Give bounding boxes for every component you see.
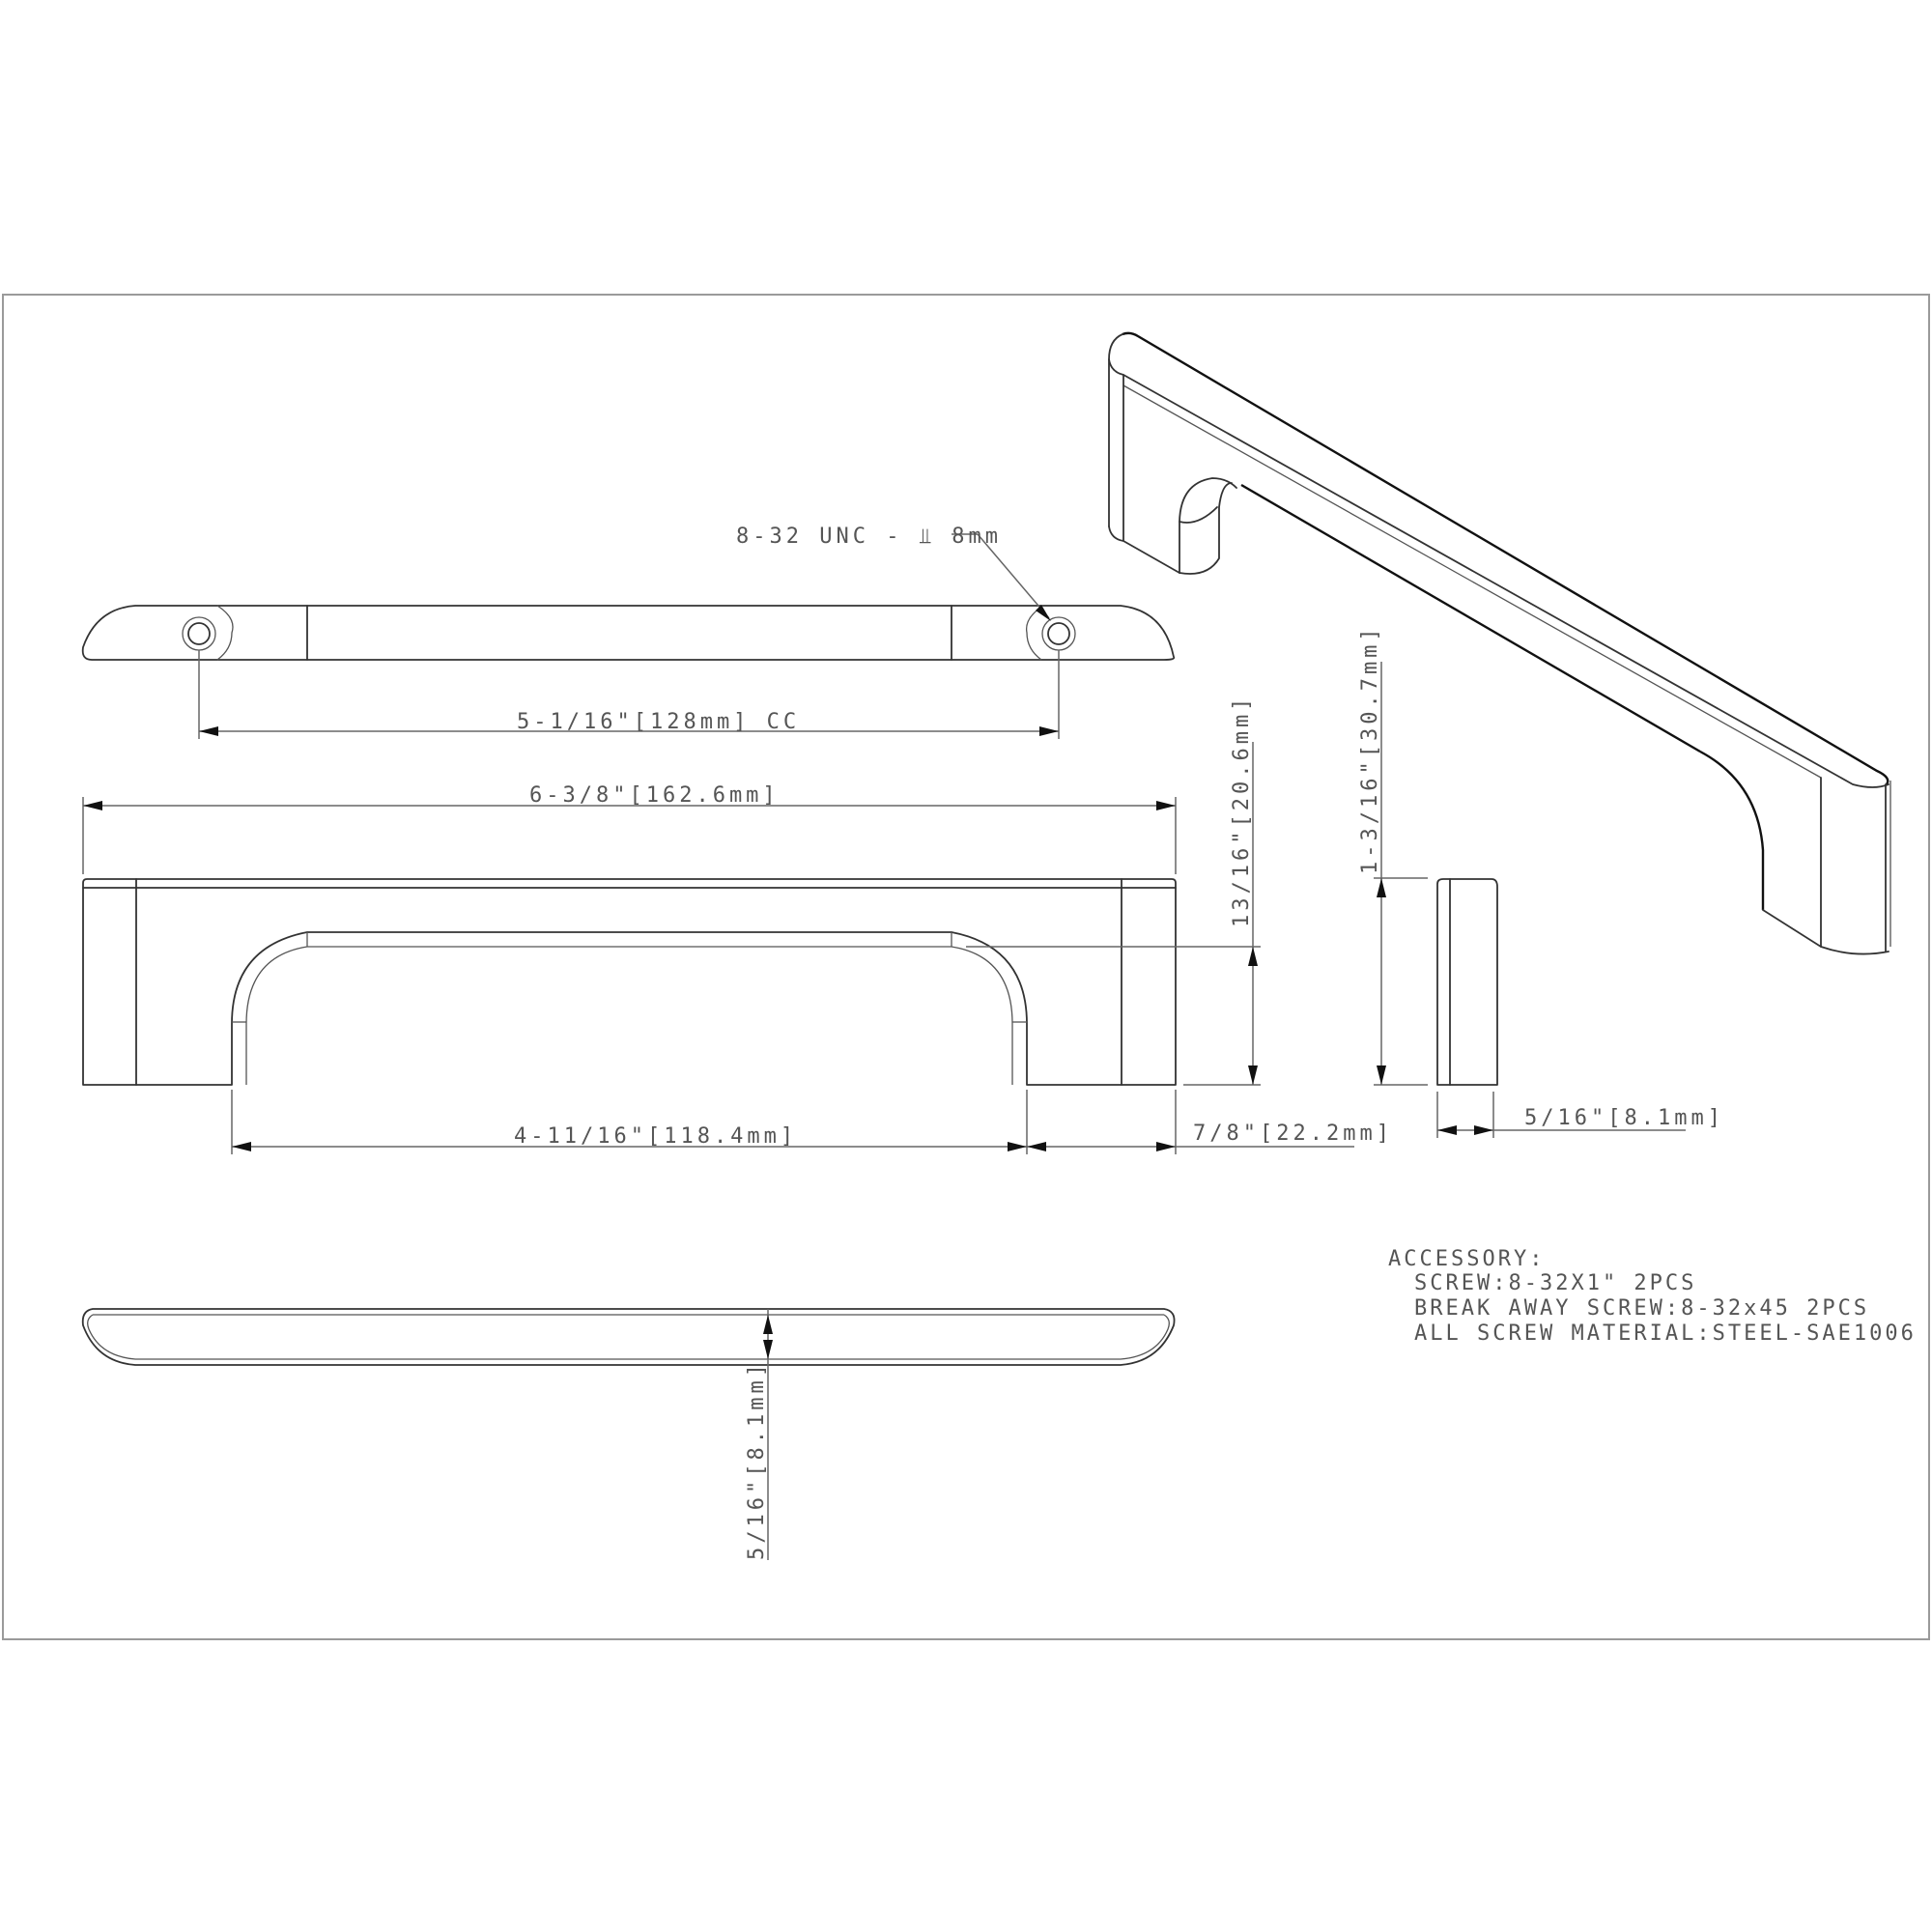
- side-width-label: 5/16"[8.1mm]: [1524, 1106, 1724, 1130]
- side-view: 1-3/16"[30.7mm] 5/16"[8.1mm]: [1358, 624, 1724, 1138]
- mounting-hole-right-icon: [1041, 616, 1076, 651]
- accessory-line: SCREW:8-32X1" 2PCS: [1414, 1271, 1696, 1295]
- bottom-view: 5/16"[8.1mm]: [81, 1308, 1176, 1560]
- inner-height-label: 13/16"[20.6mm]: [1230, 695, 1254, 927]
- mounting-hole-left-icon: [182, 616, 216, 651]
- accessory-line: BREAK AWAY SCREW:8-32x45 2PCS: [1414, 1296, 1869, 1321]
- isometric-view: [1108, 331, 1891, 955]
- accessory-heading: ACCESSORY:: [1388, 1247, 1545, 1271]
- accessory-line: ALL SCREW MATERIAL:STEEL-SAE1006: [1414, 1321, 1917, 1346]
- thread-callout: 8-32 UNC - ⫫ 8mm: [736, 525, 1002, 549]
- front-view: 6-3/8"[162.6mm] 13/16"[20.6mm] 4-11/16"[…: [82, 695, 1393, 1154]
- inner-span-label: 4-11/16"[118.4mm]: [514, 1124, 797, 1149]
- cc-dimension-label: 5-1/16"[128mm] CC: [517, 710, 800, 734]
- foot-length-label: 7/8"[22.2mm]: [1193, 1122, 1393, 1146]
- accessory-note: ACCESSORY: SCREW:8-32X1" 2PCS BREAK AWAY…: [1388, 1247, 1917, 1346]
- drawing-frame: [2, 294, 1930, 1640]
- overall-height-label: 1-3/16"[30.7mm]: [1358, 624, 1382, 874]
- top-view: 5-1/16"[128mm] CC 8-32 UNC - ⫫ 8mm: [81, 525, 1176, 739]
- overall-length-label: 6-3/8"[162.6mm]: [529, 783, 780, 808]
- bottom-thickness-label: 5/16"[8.1mm]: [745, 1360, 769, 1560]
